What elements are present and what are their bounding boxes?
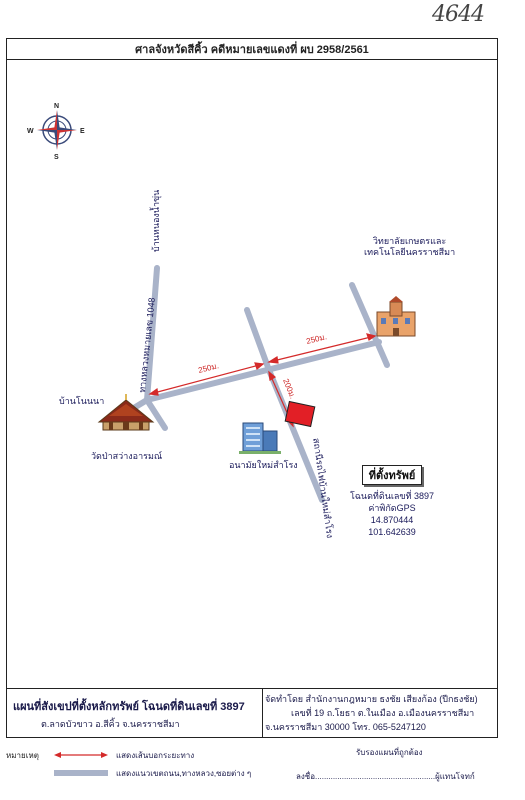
legend-arrow-desc: แสดงเส้นบอกระยะทาง xyxy=(116,750,195,760)
arrow-west xyxy=(149,363,264,395)
property-marker xyxy=(284,400,316,428)
road-north-label: บ้านหนองน้ำขุ่น xyxy=(151,189,161,252)
signer-role: ผู้แทนโจทก์ xyxy=(435,772,475,781)
footer-band: แผนที่สังเขปที่ตั้งหลักทรัพย์ โฉนดที่ดิน… xyxy=(7,688,497,738)
compass-n-label: N xyxy=(54,103,59,110)
legend: หมายเหตุ แสดงเส้นบอกระยะทาง แสดงแนวเขตถน… xyxy=(6,744,506,800)
property-gps-label: ค่าพิกัดGPS xyxy=(368,503,416,513)
compass-rose-icon: N S E W xyxy=(27,103,85,161)
road-main-east-west xyxy=(144,339,382,403)
compass-e-label: E xyxy=(80,128,85,135)
sign-line: ........................................… xyxy=(315,772,436,781)
temple-label: วัดป่าสว่างอารมณ์ xyxy=(91,451,163,461)
footer-address-1: เลขที่ 19 ถ.โยธา ต.ในเมือง อ.เมืองนครราช… xyxy=(291,708,475,718)
footer-address-2: จ.นครราชสีมา 30000 โทร. 065-5247120 xyxy=(265,722,426,732)
property-info: โฉนดที่ดินเลขที่ 3897 ค่าพิกัดGPS 14.870… xyxy=(347,490,437,538)
footer-prepared-by: จัดทำโดย สำนักงานกฎหมาย ธงชัย เสียงก้อง … xyxy=(265,694,478,704)
road-vertical-north xyxy=(244,307,272,373)
handwritten-number: 4644 xyxy=(432,2,485,27)
legend-label: หมายเหตุ xyxy=(6,750,39,760)
certify-text: รับรองแผนที่ถูกต้อง xyxy=(356,748,423,757)
distance-west-label: 250ม. xyxy=(197,361,219,375)
health-center-icon xyxy=(239,422,281,454)
college-label: วิทยาลัยเกษตรและ เทคโนโลยีนครราชสีมา xyxy=(364,236,456,257)
map-canvas: N S E W xyxy=(27,103,416,503)
footer-map-title: แผนที่สังเขปที่ตั้งหลักทรัพย์ โฉนดที่ดิน… xyxy=(13,701,245,713)
footer-location: ต.ลาดบัวขาว อ.สีคิ้ว จ.นครราชสีมา xyxy=(41,719,180,729)
map-frame: ศาลจังหวัดสีคิ้ว คดีหมายเลขแดงที่ ผบ 295… xyxy=(6,38,498,738)
legend-road-icon xyxy=(54,770,108,776)
road-to-college xyxy=(349,282,390,368)
legend-road-desc: แสดงแนวเขตถนน,ทางหลวง,ซอยต่าง ๆ xyxy=(116,768,252,778)
arrow-east xyxy=(268,335,376,363)
footer-left: แผนที่สังเขปที่ตั้งหลักทรัพย์ โฉนดที่ดิน… xyxy=(7,689,263,738)
footer-right: จัดทำโดย สำนักงานกฎหมาย ธงชัย เสียงก้อง … xyxy=(265,692,495,734)
compass-w-label: W xyxy=(27,128,34,135)
property-lat: 14.870444 xyxy=(370,515,414,525)
property-label-box: ที่ตั้งทรัพย์ xyxy=(362,465,422,485)
distance-south-label: 200ม. xyxy=(281,377,297,400)
compass-s-label: S xyxy=(54,154,59,161)
village-label: บ้านโนนนา xyxy=(59,396,105,406)
health-center-label: อนามัยใหม่สำโรง xyxy=(229,460,298,470)
map-area: N S E W xyxy=(7,60,497,688)
road-highway-1048 xyxy=(144,265,160,403)
road-temple-link xyxy=(144,397,168,431)
property-lon: 101.642639 xyxy=(368,527,416,537)
property-deed: โฉนดที่ดินเลขที่ 3897 xyxy=(349,491,435,501)
sign-label: ลงชื่อ xyxy=(296,772,316,781)
temple-icon xyxy=(97,394,155,431)
signature-row: ลงชื่อ..................................… xyxy=(296,770,475,783)
distance-east-label: 250ม. xyxy=(305,332,327,346)
legend-arrow-icon xyxy=(54,752,108,758)
college-building-icon xyxy=(376,296,416,337)
page-title: ศาลจังหวัดสีคิ้ว คดีหมายเลขแดงที่ ผบ 295… xyxy=(7,39,497,60)
